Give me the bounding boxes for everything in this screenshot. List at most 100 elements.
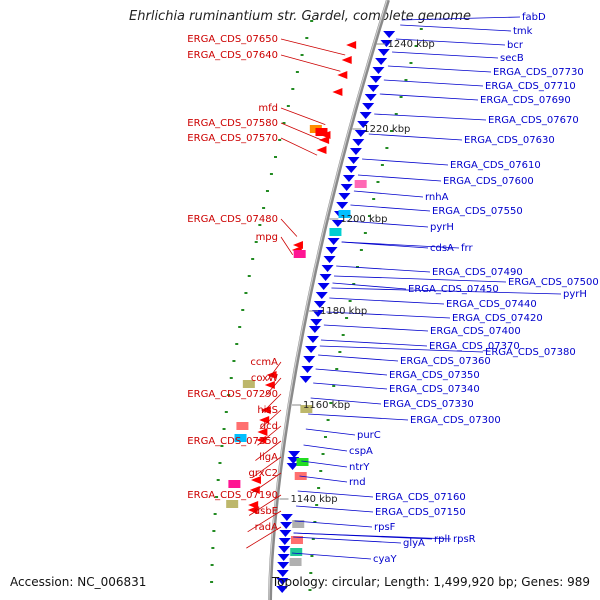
leader-line bbox=[315, 368, 388, 376]
plus-strand-gene bbox=[319, 274, 332, 281]
kbp-label: 1160 kbp bbox=[303, 400, 350, 411]
leader-line bbox=[319, 345, 484, 353]
plus-strand-gene bbox=[310, 319, 323, 326]
right-gene-label: ERGA_CDS_07450 bbox=[408, 284, 499, 295]
minus-strand-gene bbox=[260, 406, 271, 414]
gene-labels: ERGA_CDS_07650ERGA_CDS_07640mfdERGA_CDS_… bbox=[187, 12, 598, 565]
feature-block bbox=[228, 480, 241, 488]
right-gene-label: ERGA_CDS_07420 bbox=[452, 313, 543, 324]
plus-strand-gene bbox=[359, 112, 372, 119]
tick-dot bbox=[265, 190, 269, 192]
right-gene-label: ERGA_CDS_07710 bbox=[485, 81, 576, 92]
plus-strand-gene bbox=[357, 121, 370, 128]
leader-line bbox=[310, 397, 382, 405]
right-gene-label: ERGA_CDS_07330 bbox=[383, 399, 474, 410]
leader-line bbox=[318, 354, 399, 362]
leader-line bbox=[379, 93, 479, 101]
leader-line bbox=[362, 158, 449, 166]
leader-line bbox=[280, 218, 298, 237]
minus-strand-gene bbox=[250, 476, 261, 484]
leader-line bbox=[308, 413, 409, 421]
tick-dot bbox=[247, 275, 251, 277]
plus-strand-gene bbox=[315, 292, 328, 299]
feature-block bbox=[293, 250, 306, 258]
right-gene-label: rnd bbox=[349, 477, 366, 488]
leader-line bbox=[251, 472, 282, 494]
leader-line bbox=[400, 24, 512, 32]
right-gene-label: rplI bbox=[434, 534, 450, 545]
accession-text: Accession: NC_006831 bbox=[10, 575, 147, 589]
right-gene-label: ERGA_CDS_07300 bbox=[410, 415, 501, 426]
right-gene-label: fabD bbox=[522, 12, 546, 23]
tick-dot bbox=[241, 309, 245, 311]
plus-strand-gene bbox=[279, 530, 292, 537]
tick-dot bbox=[363, 232, 367, 234]
tick-dot bbox=[329, 402, 333, 404]
tick-dot bbox=[317, 487, 321, 489]
right-gene-label: ERGA_CDS_07500 bbox=[508, 277, 599, 288]
plus-strand-gene bbox=[345, 166, 358, 173]
kbp-label: 1140 kbp bbox=[290, 494, 337, 505]
left-gene-label: ERGA_CDS_07640 bbox=[187, 50, 278, 61]
left-gene-label: mfd bbox=[258, 103, 278, 114]
tick-dot bbox=[310, 555, 314, 557]
right-gene-label: ERGA_CDS_07630 bbox=[464, 135, 555, 146]
minus-strand-gene bbox=[337, 71, 348, 79]
plus-strand-gene bbox=[375, 58, 388, 65]
plus-strand-gene bbox=[340, 184, 353, 191]
tick-dot bbox=[309, 572, 313, 574]
leader-line bbox=[257, 425, 282, 446]
tick-dot bbox=[419, 28, 423, 30]
plus-strand-gene bbox=[354, 130, 367, 137]
left-gene-label: dcd bbox=[260, 421, 278, 432]
minus-strand-gene bbox=[346, 41, 357, 49]
tick-dot bbox=[291, 88, 295, 90]
left-gene-label: ligA bbox=[259, 452, 278, 463]
tick-dot bbox=[213, 513, 217, 515]
plus-strand-gene bbox=[377, 49, 390, 56]
right-gene-label: cyaY bbox=[373, 554, 398, 565]
leader-line bbox=[294, 520, 373, 528]
right-gene-label: ERGA_CDS_07670 bbox=[488, 115, 579, 126]
tick-dot bbox=[215, 496, 219, 498]
plus-strand-gene bbox=[321, 265, 334, 272]
tick-dot bbox=[313, 521, 317, 523]
leader-line bbox=[280, 122, 322, 141]
plus-strand-gene bbox=[327, 238, 340, 245]
tick-dot bbox=[335, 368, 339, 370]
plus-strand-gene bbox=[278, 546, 291, 553]
tick-dot bbox=[359, 249, 363, 251]
tick-dot bbox=[404, 79, 408, 81]
left-gene-label: ERGA_CDS_07250 bbox=[187, 436, 278, 447]
tick-dot bbox=[216, 479, 220, 481]
plus-strand-gene bbox=[277, 554, 290, 561]
leader-line bbox=[291, 552, 372, 560]
feature-block bbox=[292, 520, 305, 528]
minus-strand-gene bbox=[256, 436, 267, 444]
minus-strand-gene bbox=[319, 136, 330, 144]
right-gene-label: glyA bbox=[403, 538, 425, 549]
leader-line bbox=[332, 282, 407, 290]
left-gene-label: grxC2 bbox=[249, 468, 278, 479]
right-gene-label: rnhA bbox=[425, 192, 449, 203]
tick-dot bbox=[224, 411, 228, 413]
leader-line bbox=[280, 137, 318, 156]
leader-line bbox=[267, 361, 282, 381]
tick-dot bbox=[345, 317, 349, 319]
right-gene-label: ERGA_CDS_07350 bbox=[389, 370, 480, 381]
leader-line bbox=[247, 510, 282, 533]
left-gene-label: mpg bbox=[256, 232, 278, 243]
plus-strand-gene bbox=[347, 157, 360, 164]
tick-dot bbox=[385, 147, 389, 149]
plus-strand-gene bbox=[349, 148, 362, 155]
plus-strand-gene bbox=[380, 40, 393, 47]
leader-line bbox=[323, 324, 429, 332]
leader-line bbox=[303, 444, 348, 452]
tick-dot bbox=[372, 198, 376, 200]
plus-strand-gene bbox=[364, 94, 377, 101]
tick-dot bbox=[352, 283, 356, 285]
tick-dot bbox=[282, 122, 286, 124]
left-gene-label: ERGA_CDS_07570 bbox=[187, 133, 278, 144]
leader-line bbox=[246, 526, 282, 549]
plus-strand-gene bbox=[286, 463, 299, 470]
